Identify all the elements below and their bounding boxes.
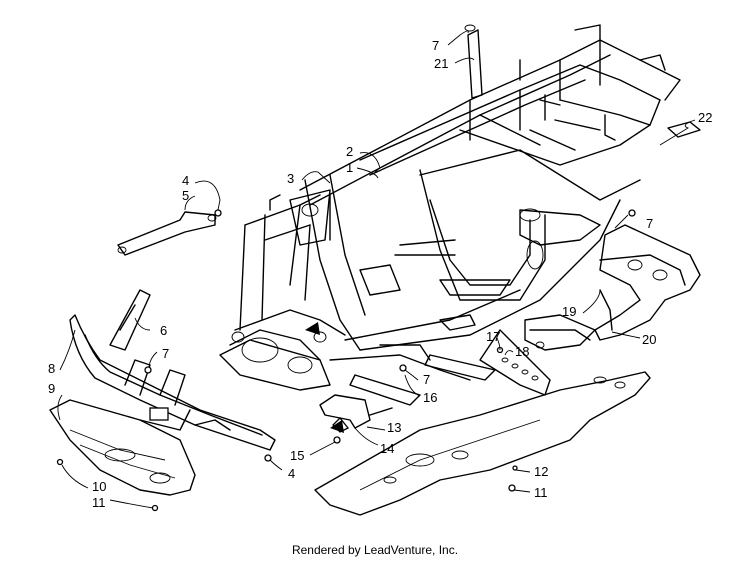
part-9-front-skid xyxy=(49,399,196,496)
callout-22: 22 xyxy=(698,110,712,125)
part-19-20-rear-support xyxy=(524,224,701,351)
part-22-plate xyxy=(667,121,701,138)
callout-8: 8 xyxy=(48,361,55,376)
callout-7-center: 7 xyxy=(423,372,430,387)
callout-14: 14 xyxy=(380,441,394,456)
arrow-marker xyxy=(330,420,344,433)
part-8-bumper xyxy=(69,314,276,451)
callout-5: 5 xyxy=(182,188,189,203)
callout-2: 2 xyxy=(346,144,353,159)
callout-7-top: 7 xyxy=(432,38,439,53)
part-18-rail xyxy=(479,329,551,396)
callout-10: 10 xyxy=(92,479,106,494)
footer-credit: Rendered by LeadVenture, Inc. xyxy=(291,543,459,557)
callout-15: 15 xyxy=(290,448,304,463)
part-6-strut xyxy=(109,289,151,351)
callout-12: 12 xyxy=(534,464,548,479)
callout-16: 16 xyxy=(423,390,437,405)
callout-1: 1 xyxy=(346,160,353,175)
callout-9: 9 xyxy=(48,381,55,396)
callout-7-left: 7 xyxy=(162,346,169,361)
callout-20: 20 xyxy=(642,332,656,347)
callout-19: 19 xyxy=(562,304,576,319)
part-21-strap xyxy=(464,24,483,99)
callout-11-left: 11 xyxy=(92,495,106,510)
callout-7-right: 7 xyxy=(646,216,653,231)
callout-labels: 7 21 22 2 1 3 4 5 7 6 7 8 9 10 11 4 15 1… xyxy=(48,38,712,510)
callout-13: 13 xyxy=(387,420,401,435)
part-13-14-bracket xyxy=(319,394,393,433)
part-12-main-skid xyxy=(314,371,651,516)
callout-17: 17 xyxy=(486,329,500,344)
callout-3: 3 xyxy=(287,171,294,186)
callout-4-left: 4 xyxy=(182,173,189,188)
callout-6: 6 xyxy=(160,323,167,338)
callout-21: 21 xyxy=(434,56,448,71)
arrow-marker xyxy=(305,322,320,335)
callout-4-bottom: 4 xyxy=(288,466,295,481)
main-frame xyxy=(219,24,681,391)
part-5-bracket xyxy=(117,211,217,256)
leader-lines xyxy=(57,30,696,509)
callout-11-right: 11 xyxy=(534,485,548,500)
hardware xyxy=(56,209,636,512)
callout-18: 18 xyxy=(515,344,529,359)
part-16-strips xyxy=(349,314,496,406)
